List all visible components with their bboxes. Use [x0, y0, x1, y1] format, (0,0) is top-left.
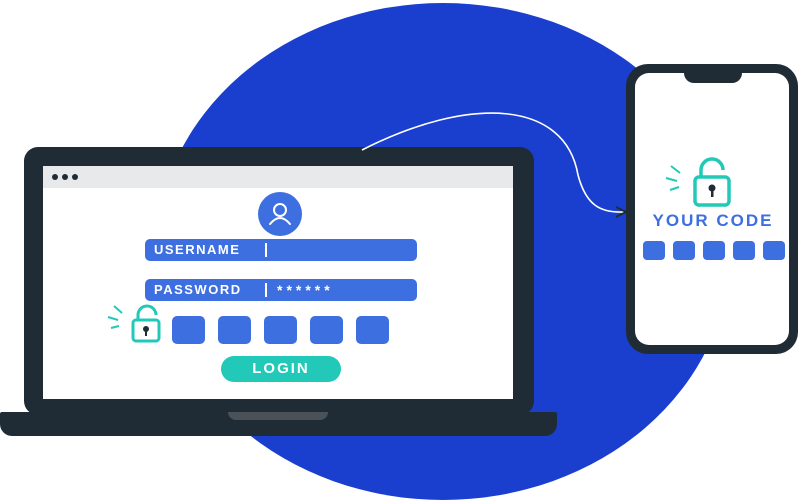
code-input-box[interactable]: [172, 316, 205, 344]
phone-notch: [684, 64, 742, 83]
code-input-box[interactable]: [264, 316, 297, 344]
phone-code-box: [673, 241, 695, 260]
laptop-trackpad-notch: [228, 412, 328, 420]
code-input-box[interactable]: [218, 316, 251, 344]
text-cursor: [265, 283, 267, 297]
browser-title-bar: [43, 166, 513, 188]
window-dot: [72, 174, 78, 180]
your-code-label: YOUR CODE: [652, 211, 774, 230]
arrow-icon: [361, 112, 629, 218]
login-button[interactable]: LOGIN: [221, 356, 341, 382]
username-field[interactable]: USERNAME: [145, 239, 417, 261]
password-mask: ******: [277, 282, 334, 298]
username-label: USERNAME: [154, 242, 241, 257]
unlocked-padlock-icon: [665, 157, 731, 207]
window-dot: [52, 174, 58, 180]
text-cursor: [265, 243, 267, 257]
phone-code-box: [703, 241, 725, 260]
user-avatar: [258, 192, 302, 236]
unlocked-padlock-icon: [107, 304, 161, 343]
password-label: PASSWORD: [154, 282, 242, 297]
user-icon: [269, 203, 291, 225]
code-input-box[interactable]: [356, 316, 389, 344]
phone-code-box: [643, 241, 665, 260]
code-input-box[interactable]: [310, 316, 343, 344]
phone-screen: [635, 73, 789, 345]
window-dot: [62, 174, 68, 180]
phone-code-box: [763, 241, 785, 260]
phone-code-box: [733, 241, 755, 260]
password-field[interactable]: PASSWORD ******: [145, 279, 417, 301]
